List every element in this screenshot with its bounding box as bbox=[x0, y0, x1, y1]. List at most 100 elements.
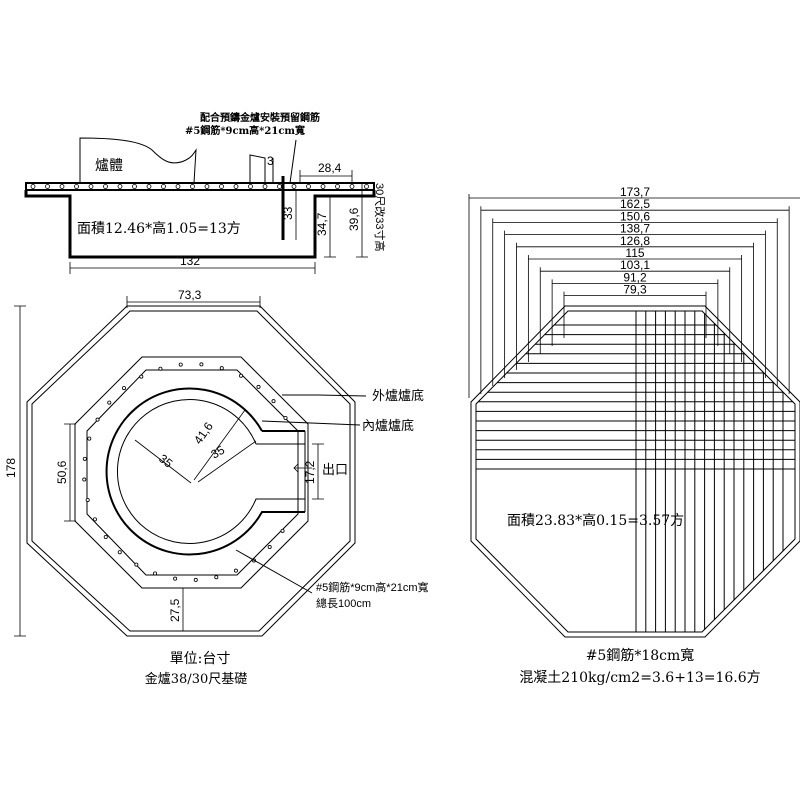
dim-28-4: 28,4 bbox=[318, 161, 342, 175]
rebar-dot bbox=[267, 545, 272, 550]
rebar-dot bbox=[92, 517, 97, 522]
inner-base-leader bbox=[261, 420, 361, 426]
rebar-dot bbox=[283, 415, 288, 420]
rebar-hole bbox=[233, 184, 239, 189]
plan-radius-35b bbox=[197, 440, 257, 483]
rebar-hole bbox=[190, 184, 195, 189]
dim-50-6: 50,6 bbox=[55, 460, 69, 484]
dim-39-6: 39,6 bbox=[347, 207, 361, 231]
outlet-arrow bbox=[293, 463, 312, 473]
inner-base-label: 內爐爐底 bbox=[362, 418, 414, 434]
rebar-hole bbox=[219, 184, 224, 189]
outer-base-label: 外爐爐底 bbox=[372, 388, 424, 404]
dim-178-line bbox=[14, 305, 26, 637]
rebar-dot bbox=[193, 577, 198, 582]
plan-inner-chamber-inner bbox=[116, 399, 305, 544]
slab-rebar-grid bbox=[476, 311, 795, 632]
slab-outer-octagon-inner bbox=[475, 310, 796, 633]
rebar-hole bbox=[161, 184, 166, 189]
rebar-dot bbox=[107, 400, 112, 405]
slab-width-label: 150,6 bbox=[620, 209, 650, 223]
rebar-dot bbox=[122, 386, 127, 391]
furnace-body-outline bbox=[79, 137, 197, 184]
rebar-dot bbox=[199, 362, 204, 367]
slab-width-dimensions: 173,7162,5150,6138,7126,8115103,191,279,… bbox=[468, 185, 800, 398]
slab-width-label: 162,5 bbox=[620, 197, 650, 211]
plan-middle-octagon bbox=[74, 356, 309, 589]
rebar-note-leader bbox=[235, 549, 313, 594]
dim-73-3: 73,3 bbox=[178, 288, 202, 302]
rebar-dot bbox=[178, 362, 183, 367]
rebar-dot bbox=[158, 366, 163, 371]
rebar-hole bbox=[335, 184, 340, 189]
slab-width-label: 79,3 bbox=[623, 283, 647, 297]
dim-41-6: 41,6 bbox=[191, 419, 216, 446]
dim-178: 178 bbox=[4, 458, 18, 478]
dim-34-7: 34,7 bbox=[315, 212, 329, 236]
dim-28-4-line bbox=[299, 170, 353, 182]
dim-39-6-line bbox=[356, 182, 368, 258]
dim-27-5-line bbox=[177, 588, 189, 632]
plan-radius-41-6 bbox=[193, 409, 246, 481]
rebar-hole bbox=[117, 184, 123, 189]
plan-rebar-note1: #5鋼筋*9cm高*21cm寬 bbox=[316, 580, 428, 594]
plan-view: 35 41,6 35 73,3 178 50,6 17,2 出口 27,5 外爐… bbox=[4, 288, 428, 687]
dim-3: 3 bbox=[267, 154, 274, 168]
section-note-line2: #5鋼筋*9cm高*21cm寬 bbox=[185, 124, 305, 137]
plan-radius-35a bbox=[134, 439, 192, 484]
slab-concrete-label: 混凝土210kg/cm2=3.6+13=16.6方 bbox=[519, 670, 760, 686]
plan-inner-chamber bbox=[105, 387, 305, 556]
rebar-hole bbox=[248, 184, 253, 189]
rebar-hole bbox=[132, 184, 137, 189]
section-side-note: 30尺改33寸高 bbox=[373, 183, 387, 251]
section-view: 配合預鑄金爐安裝預留鋼筋 #5鋼筋*9cm高*21cm寬 爐體 3 28,4 3… bbox=[24, 111, 387, 274]
rebar-hole bbox=[146, 184, 152, 189]
dim-17-2: 17,2 bbox=[303, 460, 317, 484]
slab-view: 173,7162,5150,6138,7126,8115103,191,279,… bbox=[468, 185, 800, 686]
rebar-hole bbox=[175, 184, 181, 189]
furnace-body-label: 爐體 bbox=[95, 158, 123, 174]
dim-35b: 35 bbox=[209, 443, 228, 462]
rebar-dot bbox=[82, 456, 87, 461]
plan-outer-octagon bbox=[26, 305, 356, 637]
plan-rebar-note2: 總長100cm bbox=[316, 596, 371, 610]
rebar-dot bbox=[82, 477, 87, 482]
section-rebar-holes bbox=[30, 184, 369, 189]
slab-rebar-label: #5鋼筋*18cm寬 bbox=[586, 647, 695, 664]
rebar-hole bbox=[306, 184, 311, 189]
rebar-dot bbox=[103, 534, 108, 539]
rebar-dot bbox=[85, 497, 90, 502]
dim-73-3-line bbox=[126, 296, 261, 308]
rebar-dot bbox=[233, 568, 238, 573]
rebar-hole bbox=[291, 184, 297, 189]
section-note-line1: 配合預鑄金爐安裝預留鋼筋 bbox=[200, 111, 320, 124]
plan-inner-octagon bbox=[86, 369, 299, 576]
dim-17-2-line bbox=[312, 443, 324, 500]
rebar-hole bbox=[262, 184, 268, 189]
slab-width-label: 173,7 bbox=[620, 185, 650, 199]
rebar-dot bbox=[280, 528, 285, 533]
rebar-dot bbox=[139, 374, 144, 379]
outer-base-leader bbox=[282, 394, 367, 397]
rebar-hole bbox=[349, 184, 355, 189]
rebar-dot bbox=[117, 550, 122, 555]
rebar-dot bbox=[153, 571, 158, 576]
slab-width-label: 91,2 bbox=[623, 270, 647, 284]
rebar-hole bbox=[45, 184, 50, 189]
rebar-hole bbox=[277, 184, 282, 189]
rebar-hole bbox=[204, 184, 210, 189]
rebar-dot bbox=[271, 399, 276, 404]
dim-35a: 35 bbox=[156, 451, 175, 470]
rebar-dot bbox=[173, 576, 178, 581]
plan-rebar-dots bbox=[82, 362, 288, 582]
slab-outer-octagon bbox=[470, 305, 800, 638]
section-top-slab bbox=[25, 182, 375, 191]
dim-50-6-line bbox=[64, 423, 76, 522]
section-area-formula: 面積12.46*高1.05=13方 bbox=[77, 220, 241, 237]
slab-width-label: 115 bbox=[625, 246, 644, 260]
furnace-plate-slant bbox=[289, 139, 297, 184]
rebar-hole bbox=[88, 184, 94, 189]
rebar-dot bbox=[256, 384, 261, 389]
plan-outer-octagon-inner bbox=[31, 310, 351, 632]
